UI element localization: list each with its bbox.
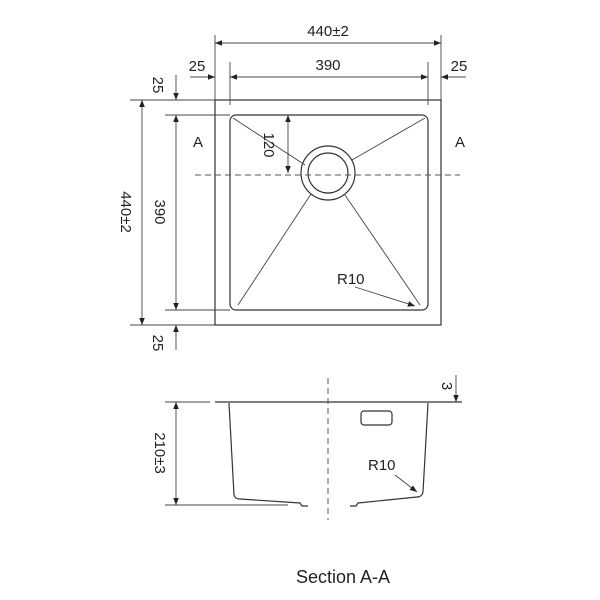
dim-overall-depth-label: 440±2 bbox=[117, 191, 134, 233]
section-title: Section A-A bbox=[296, 567, 390, 587]
section-radius-label: R10 bbox=[368, 457, 396, 474]
top-view: A A 440±2 390 25 25 440±2 390 25 25 120 … bbox=[117, 23, 467, 351]
corner-radius-label: R10 bbox=[337, 271, 365, 288]
slope-line bbox=[232, 117, 306, 166]
sink-outer-outline bbox=[214, 99, 442, 326]
bowl-profile-left bbox=[228, 402, 308, 507]
dim-inner-depth-label: 390 bbox=[151, 199, 168, 224]
dim-top-flange-label: 25 bbox=[149, 77, 166, 94]
section-mark-right: A bbox=[455, 134, 465, 151]
section-radius-leader bbox=[394, 474, 418, 493]
dim-bottom-flange-label: 25 bbox=[149, 335, 166, 352]
section-mark-left: A bbox=[193, 134, 203, 151]
slope-line bbox=[237, 193, 312, 306]
sink-bowl-outline bbox=[229, 114, 429, 311]
drain-outer bbox=[300, 145, 356, 201]
dim-inner-width-label: 390 bbox=[315, 57, 340, 74]
dim-right-flange-label: 25 bbox=[451, 58, 468, 75]
dim-height-label: 210±3 bbox=[151, 432, 168, 474]
bowl-profile-right bbox=[350, 402, 429, 507]
drain-inner bbox=[307, 152, 349, 194]
dim-drain-offset-label: 120 bbox=[260, 132, 277, 157]
slope-line bbox=[351, 117, 426, 161]
slope-line bbox=[344, 194, 421, 306]
section-view: 210±3 3 R10 Section A-A bbox=[151, 375, 462, 587]
dim-overall-width-label: 440±2 bbox=[307, 23, 349, 40]
dim-left-flange-label: 25 bbox=[189, 58, 206, 75]
dim-thickness-label: 3 bbox=[438, 382, 455, 390]
corner-radius-leader bbox=[354, 286, 416, 307]
overflow-slot bbox=[360, 410, 393, 426]
